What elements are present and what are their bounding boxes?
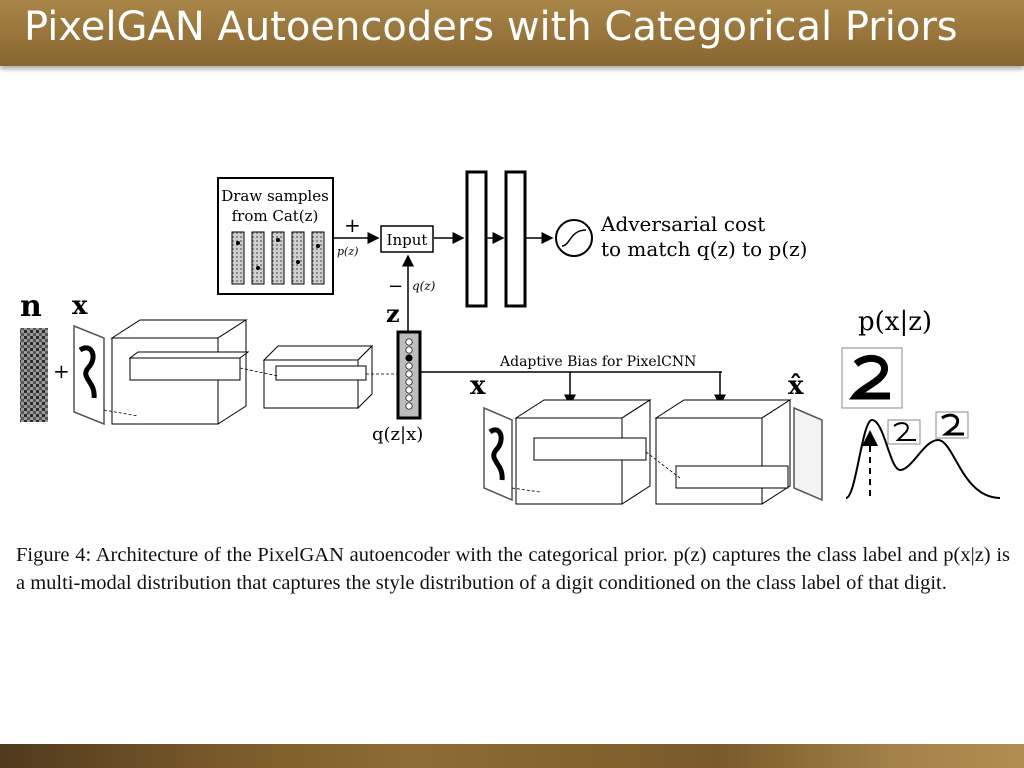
architecture-figure: Draw samples from Cat(z) + p(z) Input Ad… <box>20 170 1001 505</box>
q-z-given-x-label: q(z|x) <box>372 424 423 445</box>
footer-bar <box>0 744 1024 768</box>
input-image <box>73 324 105 426</box>
discriminator-layer-2 <box>504 170 527 308</box>
adversarial-line1: Adversarial cost <box>600 212 765 236</box>
sigmoid-icon <box>555 219 593 257</box>
figure-caption: Figure 4: Architecture of the PixelGAN a… <box>16 544 1010 594</box>
q-z-label: q(z) <box>412 279 436 293</box>
input-label: Input <box>387 231 428 249</box>
encoder-block-2 <box>262 344 374 410</box>
noise-image <box>20 328 48 422</box>
output-image <box>793 406 823 502</box>
p-z-label: p(z) <box>337 245 358 258</box>
x-hat-label: x̂ <box>788 371 804 401</box>
decoder-input-image <box>483 406 513 502</box>
latent-units <box>405 338 413 410</box>
prior-box-line2: from Cat(z) <box>232 207 319 225</box>
encoder-block-1 <box>110 319 250 425</box>
minus-sign: − <box>388 276 403 297</box>
prior-sampling-box: Draw samples from Cat(z) <box>217 177 334 295</box>
pixelcnn-block-1 <box>514 399 652 505</box>
noise-label: n <box>20 289 42 324</box>
x-input-label: x <box>72 291 88 321</box>
adversarial-line2: to match q(z) to p(z) <box>601 237 807 261</box>
noise-plus: + <box>53 359 70 383</box>
plus-sign: + <box>344 213 361 237</box>
p-x-given-z-label: p(x|z) <box>858 307 932 337</box>
discriminator-layer-1 <box>465 170 488 308</box>
categorical-samples <box>231 231 325 285</box>
x-decoder-label: x <box>470 371 486 401</box>
slide-title: PixelGAN Autoencoders with Categorical P… <box>24 4 958 50</box>
z-label: z <box>386 299 400 328</box>
input-box <box>380 225 434 253</box>
title-bar: PixelGAN Autoencoders with Categorical P… <box>0 0 1024 66</box>
prior-box-line1: Draw samples <box>221 187 329 205</box>
pixelcnn-block-2 <box>654 399 792 505</box>
adaptive-bias-label: Adaptive Bias for PixelCNN <box>499 354 696 370</box>
